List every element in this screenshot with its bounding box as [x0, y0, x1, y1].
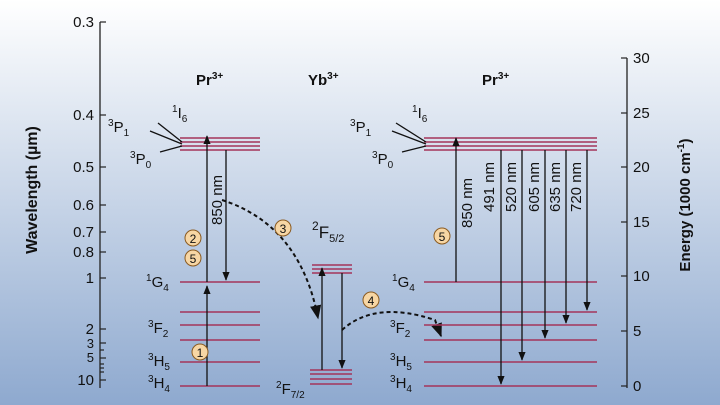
level-pointer-line [401, 145, 427, 153]
energy-tick-label: 25 [633, 105, 650, 122]
wavelength-axis: 0.3 0.4 0.5 0.6 0.7 0.8 1 2 3 5 10 Wavel… [24, 14, 106, 389]
transition-label: 605 nm [526, 162, 543, 212]
level-label: 3H4 [148, 374, 170, 395]
energy-axis: 30 25 20 15 10 5 0 Energy (1000 cm-1) [621, 50, 694, 395]
level-label: 3H4 [390, 374, 412, 395]
level-label: 3H5 [390, 352, 412, 373]
step-marker-5: 5 [433, 227, 451, 245]
level-label: 3P1 [350, 118, 372, 139]
pr-left-levels [180, 137, 260, 387]
ion-label-pr-right: Pr3+ [482, 71, 509, 89]
wavelength-tick-label: 0.5 [73, 159, 94, 176]
wavelength-tick-label: 3 [87, 336, 94, 351]
ion-label-pr-left: Pr3+ [196, 71, 223, 89]
energy-tick-label: 5 [633, 323, 641, 340]
wavelength-axis-title: Wavelength (µm) [24, 126, 41, 254]
wavelength-tick-label: 0.7 [73, 224, 94, 241]
level-label: 2F7/2 [276, 380, 305, 401]
ion-label-yb: Yb3+ [308, 71, 339, 89]
energy-ticks [621, 57, 627, 387]
step-marker-2: 2 [184, 229, 202, 247]
wavelength-ticks [100, 21, 106, 381]
wavelength-tick-label: 5 [87, 350, 94, 365]
level-label: 3P0 [372, 150, 394, 171]
svg-text:1: 1 [197, 346, 204, 360]
level-label: 1G4 [392, 273, 415, 294]
energy-tick-label: 15 [633, 214, 650, 231]
transition-label: 520 nm [503, 162, 520, 212]
step-marker-5: 5 [184, 249, 202, 267]
transition-label: 635 nm [547, 162, 564, 212]
level-pointer-line [395, 122, 427, 143]
energy-transfer-arrow [341, 311, 442, 338]
svg-text:2: 2 [190, 232, 197, 246]
level-label: 3P0 [130, 150, 152, 171]
wavelength-tick-label: 0.3 [73, 14, 94, 31]
level-label: 1G4 [146, 273, 169, 294]
wavelength-tick-label: 1 [86, 270, 94, 287]
level-label: 3F2 [148, 319, 169, 340]
step-marker-1: 1 [191, 343, 209, 361]
energy-tick-label: 10 [633, 268, 650, 285]
wavelength-tick-label: 2 [86, 321, 94, 338]
level-pointer-line [391, 130, 427, 145]
step-marker-3: 3 [274, 219, 292, 237]
svg-text:4: 4 [368, 294, 375, 308]
level-label: 3F2 [390, 319, 411, 340]
energy-tick-label: 20 [633, 159, 650, 176]
wavelength-tick-label: 0.8 [73, 244, 94, 261]
transition-label: 720 nm [568, 162, 585, 212]
level-pointer-line [149, 130, 183, 145]
level-label: 3H5 [148, 352, 170, 373]
level-label: 1I6 [412, 104, 428, 125]
level-label: 1I6 [172, 104, 188, 125]
level-pointer-line [159, 145, 183, 153]
step-marker-4: 4 [362, 291, 380, 309]
transition-label: 850 nm [459, 178, 476, 228]
transition-label: 850 nm [209, 175, 226, 225]
wavelength-tick-label: 0.4 [73, 107, 94, 124]
level-pointer-line [157, 122, 183, 143]
energy-axis-title: Energy (1000 cm-1) [676, 138, 694, 271]
transition-label: 491 nm [481, 162, 498, 212]
wavelength-tick-label: 0.6 [73, 197, 94, 214]
level-label: 2F5/2 [312, 219, 344, 245]
energy-tick-label: 0 [633, 378, 641, 395]
svg-text:5: 5 [190, 252, 197, 266]
svg-text:3: 3 [280, 222, 287, 236]
wavelength-tick-label: 10 [77, 372, 94, 389]
svg-text:5: 5 [439, 230, 446, 244]
level-label: 3P1 [108, 118, 130, 139]
energy-tick-label: 30 [633, 50, 650, 67]
